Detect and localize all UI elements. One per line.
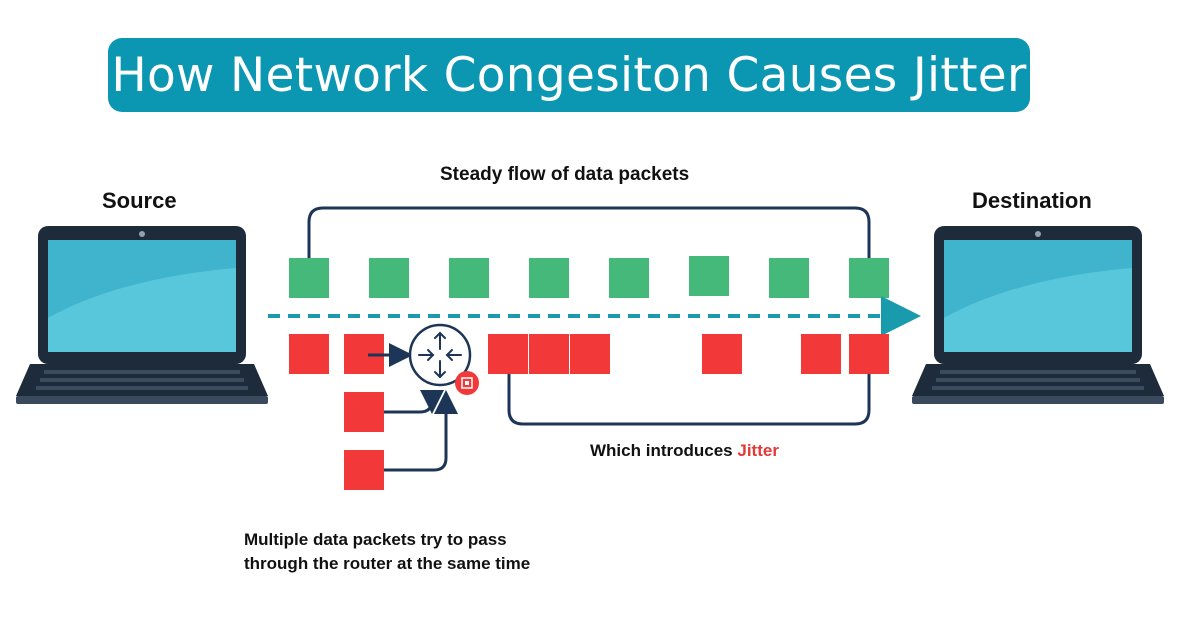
red-packet xyxy=(289,334,329,374)
packet-to-router-arrows xyxy=(368,343,458,472)
green-packet xyxy=(529,258,569,298)
source-laptop-icon xyxy=(16,226,268,404)
jitter-caption: Which introduces Jitter xyxy=(590,441,779,461)
destination-label: Destination xyxy=(972,188,1092,213)
jitter-caption-prefix: Which introduces xyxy=(590,441,733,460)
red-packet xyxy=(801,334,841,374)
red-packet xyxy=(702,334,742,374)
jitter-bracket xyxy=(507,374,871,426)
steady-flow-bracket xyxy=(307,206,871,258)
page-title: How Network Congesiton Causes Jitter xyxy=(111,47,1027,103)
red-packets xyxy=(289,334,889,490)
green-packet xyxy=(769,258,809,298)
green-packet xyxy=(849,258,889,298)
chip-icon xyxy=(455,371,479,395)
router-input-arrow xyxy=(384,390,444,414)
jitter-caption-accent: Jitter xyxy=(737,441,779,460)
green-packet xyxy=(609,258,649,298)
red-packet xyxy=(488,334,528,374)
green-packet xyxy=(289,258,329,298)
router-icon xyxy=(408,323,479,395)
congestion-caption: Multiple data packets try to pass throug… xyxy=(244,528,530,576)
green-packet xyxy=(689,256,729,296)
source-label: Source xyxy=(102,188,177,213)
red-packet xyxy=(529,334,569,374)
red-packet xyxy=(849,334,889,374)
title-banner: How Network Congesiton Causes Jitter xyxy=(108,38,1030,112)
green-packet xyxy=(369,258,409,298)
steady-flow-label: Steady flow of data packets xyxy=(440,164,690,185)
congestion-caption-line2: through the router at the same time xyxy=(244,554,531,573)
congestion-caption-line1: Multiple data packets try to pass xyxy=(244,530,507,549)
destination-laptop-icon xyxy=(912,226,1164,404)
red-packet xyxy=(344,392,384,432)
red-packet xyxy=(570,334,610,374)
router-input-arrow xyxy=(384,390,458,472)
green-packets xyxy=(289,256,889,298)
red-packet xyxy=(344,450,384,490)
green-packet xyxy=(449,258,489,298)
